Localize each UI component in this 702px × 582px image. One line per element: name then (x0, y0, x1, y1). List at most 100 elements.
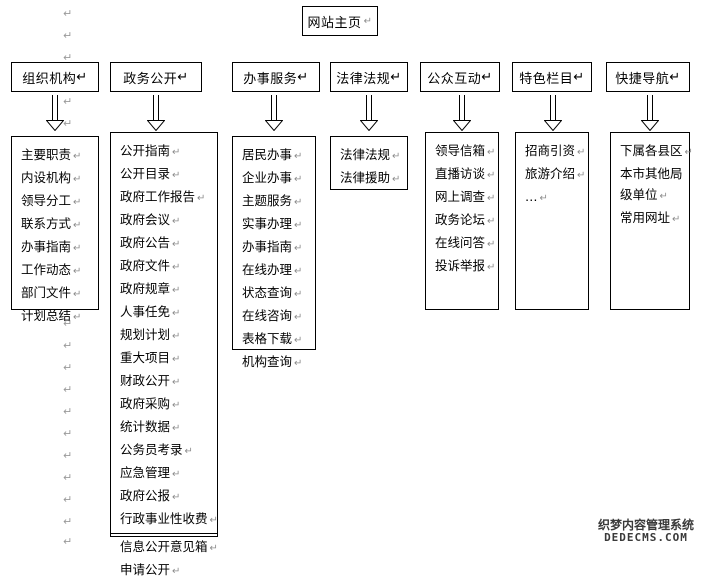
menu-item[interactable]: 政务论坛↵ (426, 209, 498, 232)
menu-item-label: 下属各县区 (620, 143, 683, 158)
menu-item[interactable]: 直播访谈↵ (426, 163, 498, 186)
pilcrow-icon: ↵ (63, 361, 73, 374)
menu-item[interactable]: 应急管理↵ (111, 462, 217, 485)
menu-item[interactable]: 行政事业性收费↵ (111, 508, 218, 531)
menu-item[interactable]: 表格下载↵ (233, 328, 315, 351)
menu-item[interactable]: 计划总结↵ (12, 305, 98, 328)
pilcrow-icon: ↵ (63, 383, 73, 396)
menu-item[interactable]: 法律援助↵ (331, 167, 407, 190)
menu-item[interactable]: 财政公开↵ (111, 370, 217, 393)
pilcrow-icon: ↵ (63, 339, 73, 352)
menu-item-label: 状态查询 (242, 285, 293, 300)
menu-item[interactable]: 统计数据↵ (111, 416, 217, 439)
menu-item-label: 领导信箱 (435, 143, 486, 158)
menu-item[interactable]: 在线办理↵ (233, 259, 315, 282)
menu-item[interactable]: 机构查询↵ (233, 351, 315, 374)
menu-item-label: 行政事业性收费 (120, 511, 208, 526)
pilcrow-icon: ↵ (63, 29, 73, 42)
menu-item-label: 政府工作报告 (120, 189, 196, 204)
menu-item[interactable]: …↵ (516, 186, 588, 209)
pilcrow-icon: ↵ (392, 174, 401, 185)
menu-item-label: 内设机构 (21, 170, 72, 185)
menu-item[interactable]: 领导分工↵ (12, 190, 98, 213)
menu-item[interactable]: 下属各县区↵ (611, 140, 693, 163)
menu-item[interactable]: 网上调查↵ (426, 186, 498, 209)
pilcrow-icon: ↵ (294, 266, 303, 277)
pilcrow-icon: ↵ (172, 492, 181, 503)
menu-item[interactable]: 联系方式↵ (12, 213, 98, 236)
menu-item[interactable]: 政府工作报告↵ (111, 186, 217, 209)
menu-item[interactable]: 级单位↵ (611, 184, 689, 207)
menu-item-label: 公务员考录 (120, 442, 183, 457)
menu-item[interactable]: 在线问答↵ (426, 232, 498, 255)
pilcrow-icon: ↵ (63, 515, 73, 528)
menu-item[interactable]: 政府采购↵ (111, 393, 217, 416)
menu-item[interactable]: 法律法规↵ (331, 144, 407, 167)
pilcrow-icon: ↵ (172, 147, 181, 158)
menu-item[interactable]: 政府文件↵ (111, 255, 217, 278)
menu-item[interactable]: 政府公告↵ (111, 232, 217, 255)
menu-item[interactable]: 主题服务↵ (233, 190, 315, 213)
menu-item[interactable]: 政府公报↵ (111, 485, 217, 508)
pilcrow-icon: ↵ (172, 216, 181, 227)
menu-item[interactable]: 政府规章↵ (111, 278, 217, 301)
category-header-5[interactable]: 公众互动↵ (420, 62, 500, 92)
pilcrow-icon: ↵ (73, 174, 82, 185)
menu-item-label: 领导分工 (21, 193, 72, 208)
pilcrow-icon: ↵ (172, 566, 181, 577)
pilcrow-icon: ↵ (73, 220, 82, 231)
menu-item[interactable]: 规划计划↵ (111, 324, 217, 347)
pilcrow-icon: ↵ (294, 220, 303, 231)
pilcrow-icon: ↵ (63, 493, 73, 506)
menu-panel-4: 法律法规↵法律援助↵ (330, 136, 408, 190)
menu-item[interactable]: 申请公开↵ (111, 559, 217, 582)
menu-item[interactable]: 居民办事↵ (233, 144, 315, 167)
menu-item-label: 法律援助 (340, 170, 391, 185)
category-header-6[interactable]: 特色栏目↵ (512, 62, 592, 92)
menu-item[interactable]: 状态查询↵ (233, 282, 315, 305)
menu-item[interactable]: 信息公开意见箱↵ (111, 533, 218, 559)
pilcrow-icon: ↵ (669, 69, 681, 85)
pilcrow-icon: ↵ (63, 449, 73, 462)
menu-item[interactable]: 旅游介绍↵ (516, 163, 588, 186)
category-header-2[interactable]: 政务公开↵ (110, 62, 202, 92)
menu-item-label: 在线办理 (242, 262, 293, 277)
menu-item[interactable]: 部门文件↵ (12, 282, 98, 305)
pilcrow-icon: ↵ (487, 170, 496, 181)
menu-item[interactable]: 人事任免↵ (111, 301, 217, 324)
menu-item[interactable]: 办事指南↵ (233, 236, 315, 259)
menu-item[interactable]: 实事办理↵ (233, 213, 315, 236)
pilcrow-icon: ↵ (294, 358, 303, 369)
menu-item[interactable]: 办事指南↵ (12, 236, 98, 259)
menu-item[interactable]: 公开指南↵ (111, 140, 217, 163)
pilcrow-icon: ↵ (294, 312, 303, 323)
category-header-7[interactable]: 快捷导航↵ (606, 62, 690, 92)
pilcrow-icon: ↵ (172, 308, 181, 319)
menu-item-label: 旅游介绍 (525, 166, 576, 181)
menu-item-label: 计划总结 (21, 308, 72, 323)
menu-item[interactable]: 内设机构↵ (12, 167, 98, 190)
pilcrow-icon: ↵ (577, 170, 586, 181)
menu-item[interactable]: 领导信箱↵ (426, 140, 498, 163)
category-header-4[interactable]: 法律法规↵ (330, 62, 408, 92)
menu-panel-5: 领导信箱↵直播访谈↵网上调查↵政务论坛↵在线问答↵投诉举报↵ (425, 132, 499, 310)
menu-item[interactable]: 主要职责↵ (12, 144, 98, 167)
menu-item[interactable]: 重大项目↵ (111, 347, 217, 370)
menu-item[interactable]: 政府会议↵ (111, 209, 217, 232)
menu-item[interactable]: 公开目录↵ (111, 163, 217, 186)
menu-item[interactable]: 常用网址↵ (611, 207, 689, 230)
menu-item[interactable]: 投诉举报↵ (426, 255, 498, 278)
pilcrow-icon: ↵ (184, 446, 193, 457)
menu-item-label: 申请公开 (120, 562, 171, 577)
menu-item[interactable]: 公务员考录↵ (111, 439, 217, 462)
menu-item[interactable]: 企业办事↵ (233, 167, 315, 190)
menu-item[interactable]: 招商引资↵ (516, 140, 588, 163)
category-header-3[interactable]: 办事服务↵ (232, 62, 320, 92)
arrow-shaft (52, 95, 58, 121)
menu-item[interactable]: 在线咨询↵ (233, 305, 315, 328)
menu-item[interactable]: 工作动态↵ (12, 259, 98, 282)
category-header-1[interactable]: 组织机构↵ (11, 62, 99, 92)
menu-item-label: 网上调查 (435, 189, 486, 204)
menu-item[interactable]: 本市其他局 (611, 163, 689, 184)
root-node-website-homepage[interactable]: 网站主页 ↵ (302, 6, 378, 36)
